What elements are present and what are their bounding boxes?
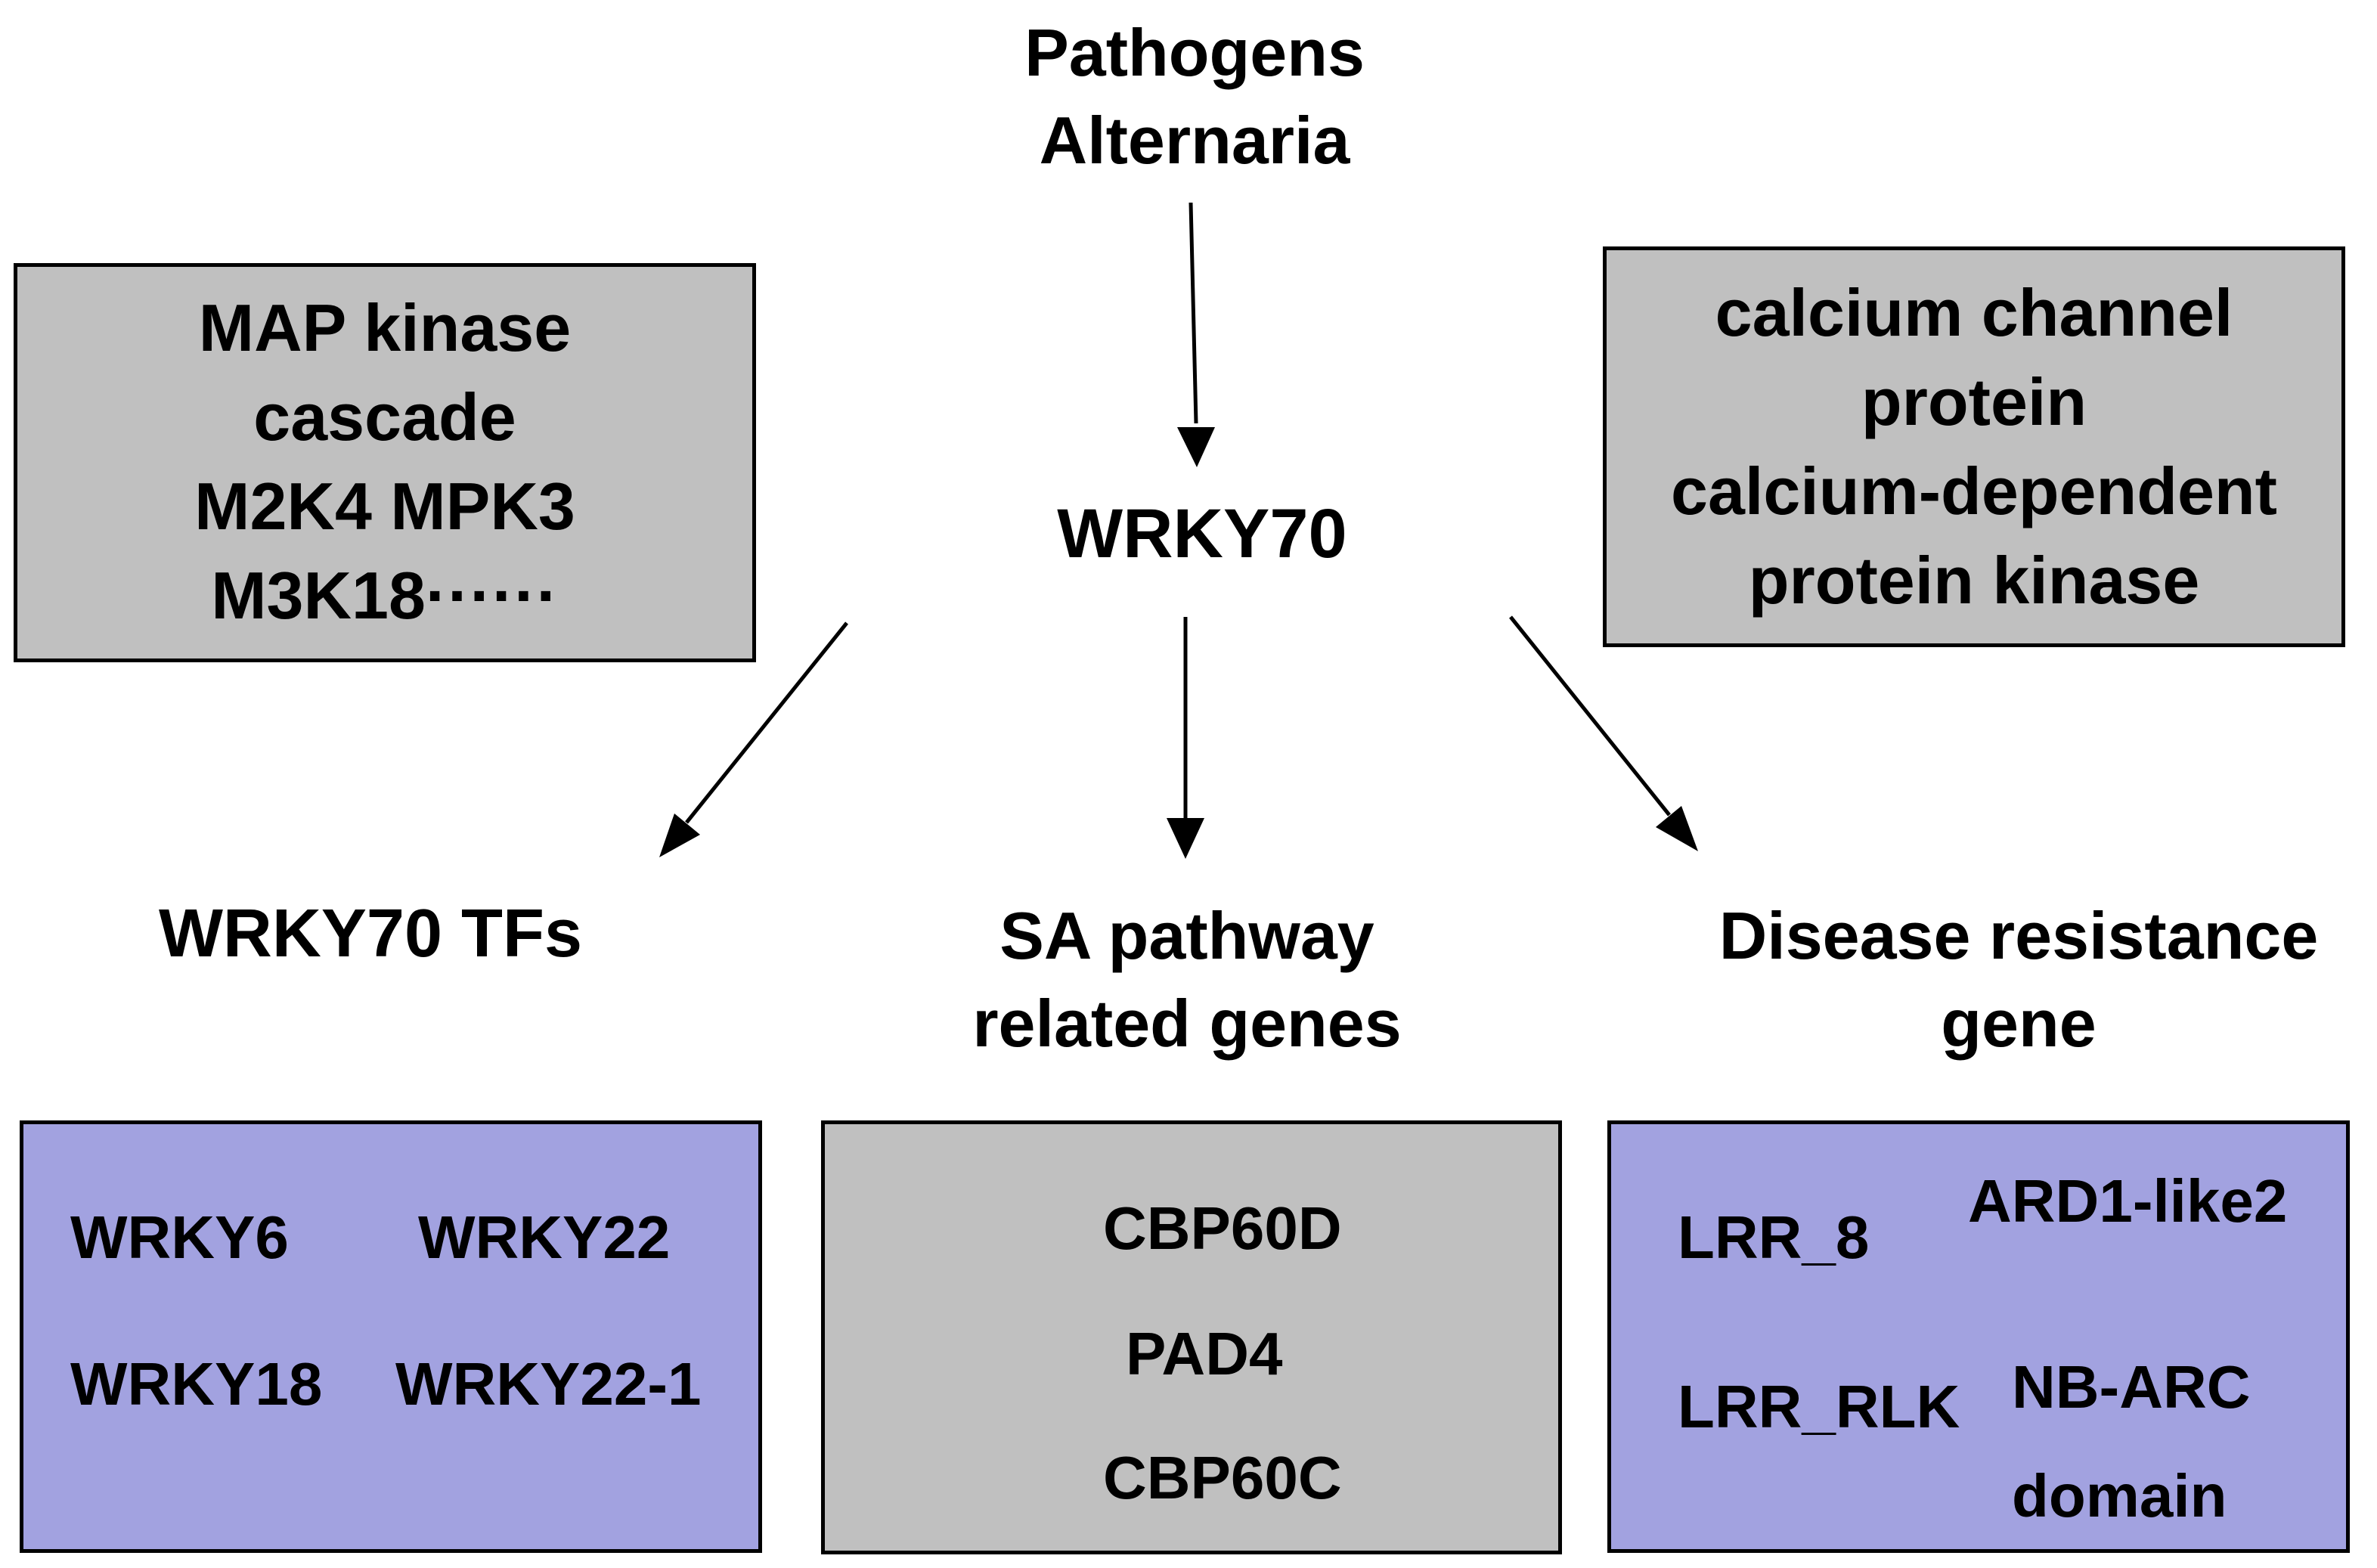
gene-lrr-8: LRR_8	[1678, 1204, 1870, 1271]
map-kinase-line-3: M2K4 MPK3	[194, 469, 575, 544]
calcium-line-3: calcium-dependent	[1671, 454, 2277, 528]
category-sa-line-1: SA pathway	[999, 898, 1374, 973]
category-sa-pathway: SA pathway related genes	[885, 892, 1489, 1068]
gene-cbp60d: CBP60D	[1103, 1195, 1342, 1262]
map-kinase-line-1: MAP kinase	[198, 290, 572, 365]
gene-ard1-like2: ARD1-like2	[1968, 1167, 2288, 1235]
calcium-line-2: protein	[1861, 364, 2087, 439]
pathogens-line-2: Alternaria	[1039, 103, 1350, 178]
arrow-pathogens-to-wrky70	[1188, 202, 1198, 424]
category-disease-line-2: gene	[1941, 986, 2097, 1061]
sa-genes-box: CBP60D PAD4 CBP60C	[821, 1120, 1562, 1554]
gene-lrr-rlk: LRR_RLK	[1678, 1373, 1960, 1440]
gene-cbp60c: CBP60C	[1103, 1444, 1342, 1511]
gene-nb-arc-line-1: NB-ARC	[2012, 1353, 2251, 1421]
calcium-line-1: calcium channel	[1715, 275, 2233, 350]
arrow-wrky70-to-tfs	[685, 621, 848, 824]
arrowhead-wrky70-to-sa	[1167, 818, 1204, 859]
category-disease-resistance: Disease resistance gene	[1671, 892, 2366, 1068]
calcium-box: calcium channel protein calcium-dependen…	[1603, 246, 2345, 647]
category-disease-line-1: Disease resistance	[1718, 898, 2319, 973]
map-kinase-line-4: M3K18······	[211, 558, 559, 633]
gene-nb-arc: NB-ARC domain	[2012, 1333, 2251, 1551]
gene-wrky18: WRKY18	[70, 1350, 323, 1418]
arrowhead-wrky70-to-disease	[1656, 806, 1698, 851]
map-kinase-box: MAP kinase cascade M2K4 MPK3 M3K18······	[14, 263, 756, 662]
category-sa-line-2: related genes	[972, 986, 1402, 1061]
pathogens-label: Pathogens Alternaria	[907, 9, 1482, 184]
calcium-text: calcium channel protein calcium-dependen…	[1607, 268, 2341, 625]
arrowhead-wrky70-to-tfs	[659, 813, 700, 857]
gene-wrky6: WRKY6	[70, 1204, 289, 1271]
category-wrky70-tfs: WRKY70 TFs	[158, 896, 583, 971]
wrky-tfs-box: WRKY6 WRKY22 WRKY18 WRKY22-1	[20, 1120, 762, 1553]
arrow-wrky70-to-disease	[1509, 615, 1671, 817]
arrowhead-pathogens-to-wrky70	[1177, 427, 1215, 467]
disease-genes-box: LRR_8 ARD1-like2 LRR_RLK NB-ARC domain	[1607, 1120, 2350, 1553]
gene-pad4: PAD4	[1126, 1320, 1283, 1387]
calcium-line-4: protein kinase	[1748, 543, 2200, 618]
gene-wrky22: WRKY22	[418, 1204, 671, 1271]
pathogens-line-1: Pathogens	[1024, 15, 1365, 90]
hub-wrky70: WRKY70	[1057, 495, 1347, 572]
gene-nb-arc-line-2: domain	[2012, 1462, 2227, 1529]
map-kinase-line-2: cascade	[253, 380, 516, 454]
gene-wrky22-1: WRKY22-1	[395, 1350, 702, 1418]
map-kinase-text: MAP kinase cascade M2K4 MPK3 M3K18······	[17, 284, 752, 640]
